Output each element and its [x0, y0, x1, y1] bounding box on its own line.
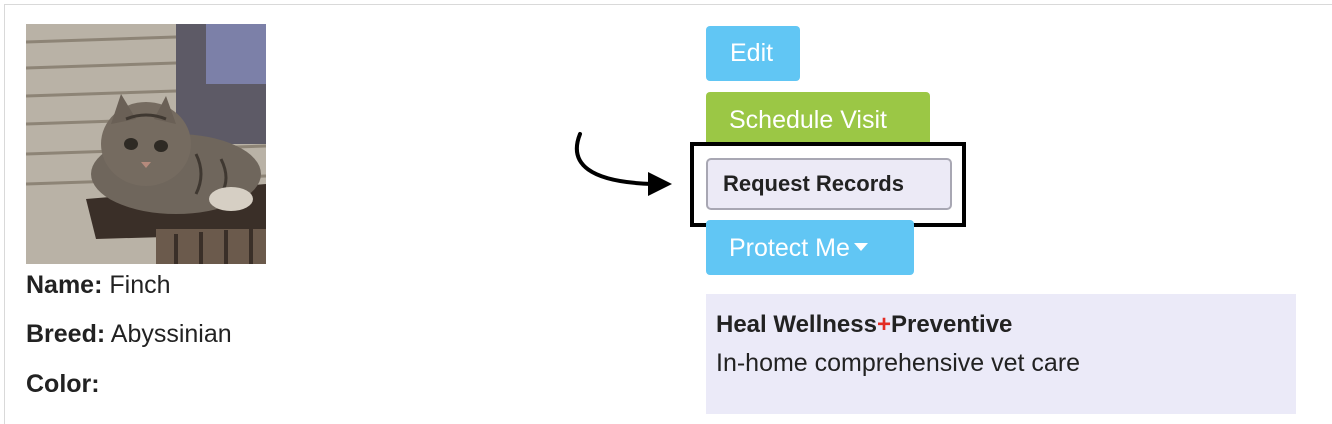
curved-arrow-icon: [560, 124, 680, 209]
protect-me-button-label: Protect Me: [729, 234, 850, 262]
content-frame: [4, 4, 1332, 424]
request-records-button-label: Request Records: [723, 171, 904, 196]
pet-name-label: Name:: [26, 271, 103, 299]
pet-photo: [26, 24, 266, 264]
schedule-visit-button-label: Schedule Visit: [729, 106, 887, 134]
promo-plus-sign: +: [876, 311, 891, 338]
protect-me-dropdown-button[interactable]: Protect Me: [706, 220, 914, 275]
caret-down-icon: [853, 243, 868, 252]
wellness-promo-panel: Heal Wellness+Preventive In-home compreh…: [706, 294, 1296, 414]
promo-title-part2: Preventive: [890, 311, 1013, 338]
schedule-visit-button[interactable]: Schedule Visit: [706, 92, 930, 147]
pet-color-label: Color:: [26, 370, 100, 398]
promo-title-part1: Heal Wellness: [716, 311, 877, 338]
pet-color-row: Color:: [26, 369, 100, 399]
pet-breed-row: Breed: Abyssinian: [26, 319, 232, 349]
edit-button[interactable]: Edit: [706, 26, 800, 81]
pet-name-value: Finch: [109, 271, 171, 299]
pet-breed-label: Breed:: [26, 320, 106, 348]
promo-subtitle: In-home comprehensive vet care: [716, 349, 1081, 377]
promo-title: Heal Wellness+Preventive: [716, 310, 1296, 340]
pet-breed-value: Abyssinian: [110, 320, 232, 348]
request-records-button[interactable]: Request Records: [706, 158, 952, 210]
pet-name-row: Name: Finch: [26, 270, 171, 300]
edit-button-label: Edit: [730, 39, 774, 67]
